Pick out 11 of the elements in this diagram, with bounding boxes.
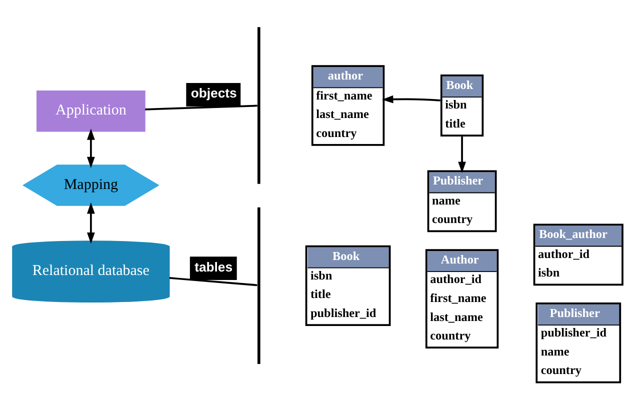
arrow	[86, 128, 95, 168]
node-brace	[257, 27, 260, 184]
connector	[145, 104, 258, 110]
arrow	[458, 136, 466, 174]
node-box: Application	[36, 90, 146, 132]
edge-label: objects	[190, 86, 237, 101]
edge-label: tables	[194, 259, 233, 274]
connector	[169, 277, 258, 286]
arrow	[86, 202, 95, 244]
arrow	[382, 95, 440, 104]
node-brace	[257, 207, 260, 364]
